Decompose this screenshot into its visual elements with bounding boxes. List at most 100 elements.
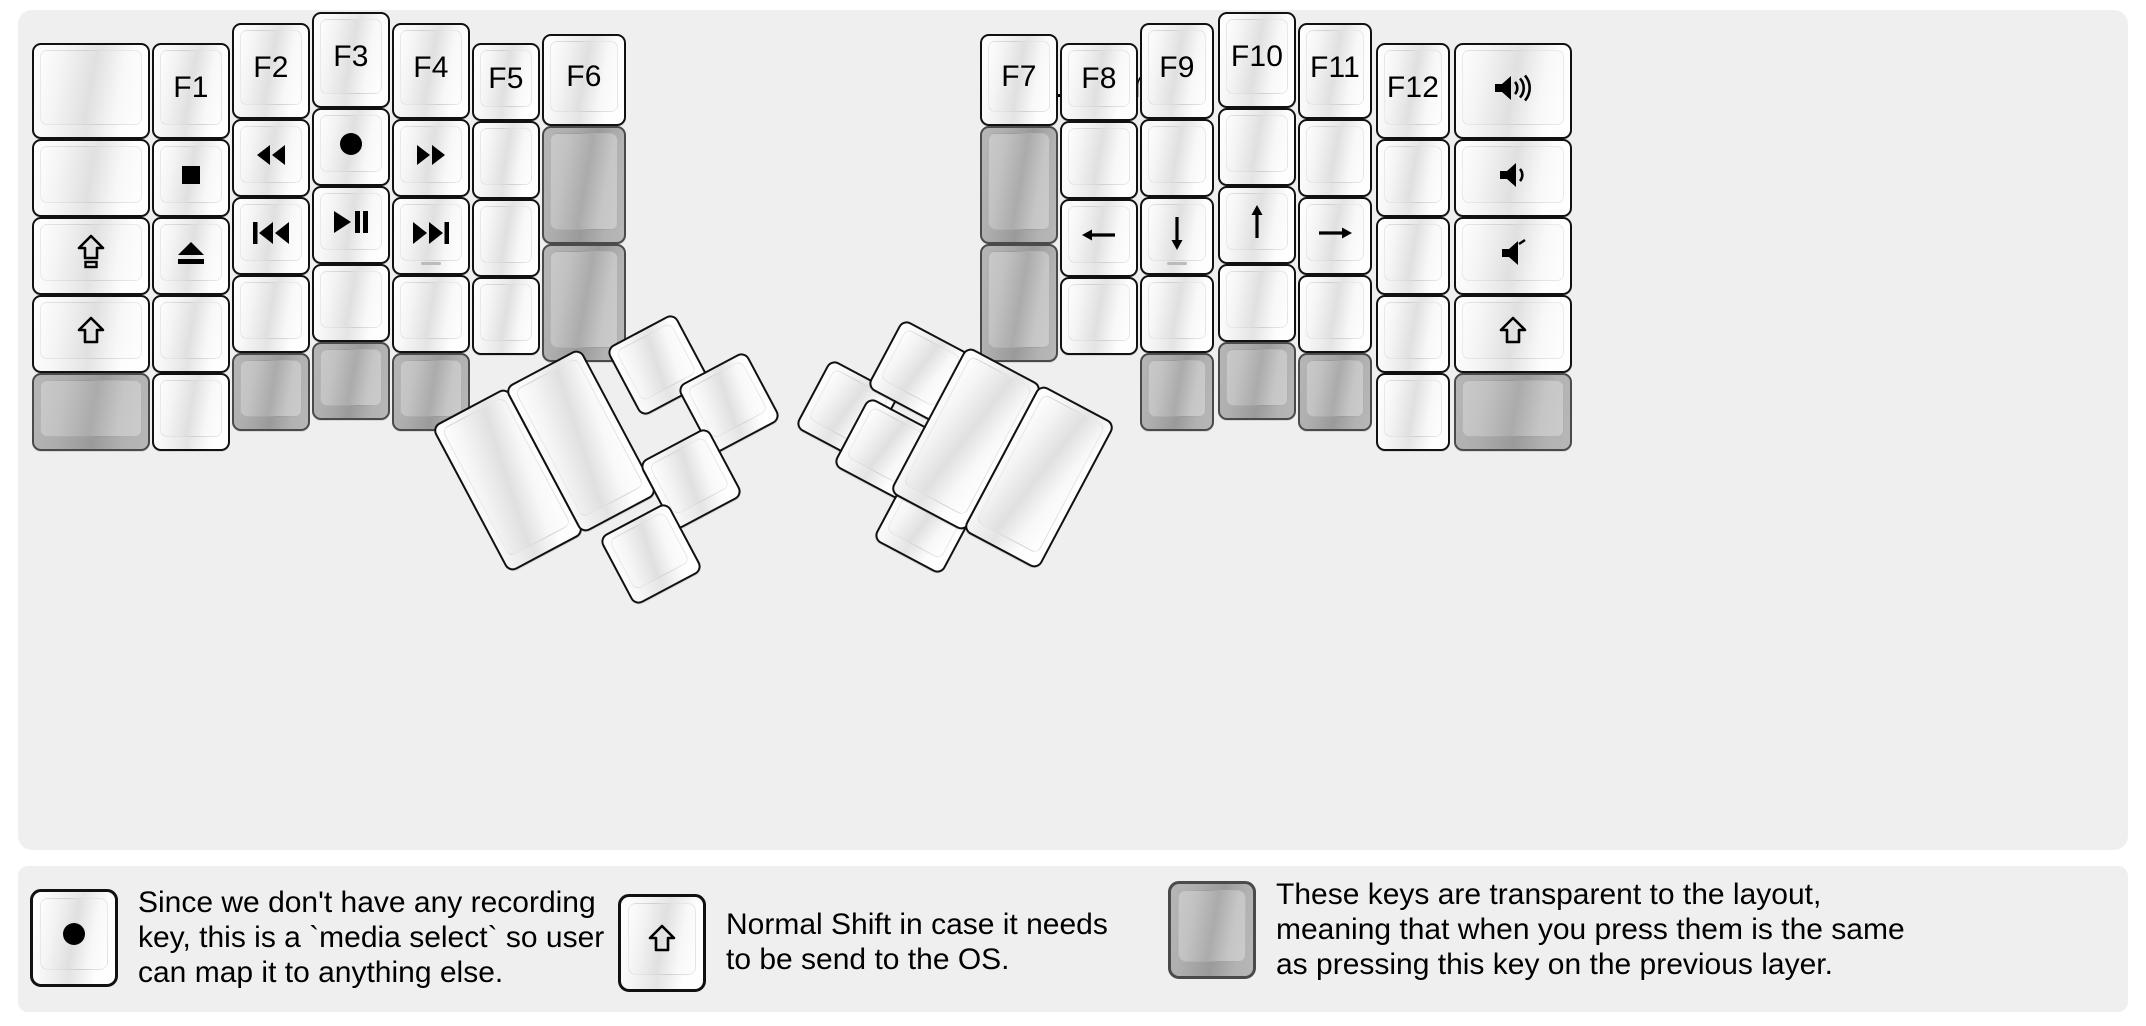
key-blank[interactable]: [1060, 121, 1138, 199]
key-blank[interactable]: [1140, 275, 1214, 353]
keycap-face: [1148, 126, 1206, 183]
key-media-next-track[interactable]: [392, 197, 470, 275]
key-blank[interactable]: [32, 139, 150, 217]
key-arrow-down[interactable]: [1140, 197, 1214, 275]
legend-description: Normal Shift in case it needs to be send…: [726, 908, 1108, 976]
key-blank[interactable]: [232, 275, 310, 353]
keycap-face: [320, 349, 382, 406]
arrow-down-icon: [1164, 213, 1190, 253]
key-shift-arrow[interactable]: [1454, 295, 1572, 373]
key-blank[interactable]: [152, 295, 230, 373]
key-media-stop[interactable]: [152, 139, 230, 217]
media-stop-icon: [178, 162, 204, 188]
key-blank[interactable]: [32, 43, 150, 139]
key-volume-mute[interactable]: [1454, 217, 1572, 295]
keycap-face: [240, 126, 302, 183]
keycap-face: [400, 126, 462, 183]
key-transparent[interactable]: [1140, 353, 1214, 431]
key-blank[interactable]: [1218, 264, 1296, 342]
key-media-prev-track[interactable]: [232, 197, 310, 275]
key-transparent[interactable]: [312, 342, 390, 420]
key-blank[interactable]: [1298, 275, 1372, 353]
key-volume-down[interactable]: [1454, 139, 1572, 217]
key-blank[interactable]: [472, 277, 540, 355]
keycap-face: [160, 302, 222, 359]
key-f6[interactable]: F6: [542, 34, 626, 126]
key-blank[interactable]: [1218, 108, 1296, 186]
keycap-face: F12: [1384, 50, 1442, 125]
key-blank[interactable]: [1060, 277, 1138, 355]
key-blank[interactable]: [392, 275, 470, 353]
key-transparent[interactable]: [1218, 342, 1296, 420]
keycap-face: [160, 146, 222, 203]
key-transparent[interactable]: [32, 373, 150, 451]
keycap-face: [240, 360, 302, 417]
keycap-face: [40, 224, 142, 281]
key-volume-up[interactable]: [1454, 43, 1572, 139]
key-f12[interactable]: F12: [1376, 43, 1450, 139]
key-media-record[interactable]: [312, 108, 390, 186]
key-legend-text: F11: [1309, 50, 1361, 84]
key-blank[interactable]: [1298, 119, 1372, 197]
key-blank[interactable]: [472, 199, 540, 277]
key-media-rewind[interactable]: [232, 119, 310, 197]
key-arrow-up[interactable]: [1218, 186, 1296, 264]
key-blank[interactable]: [1140, 119, 1214, 197]
shift-arrow-icon: [76, 315, 106, 347]
key-transparent[interactable]: [1298, 353, 1372, 431]
key-blank[interactable]: [472, 121, 540, 199]
keycap-face: [240, 282, 302, 339]
key-legend-text: F2: [253, 50, 289, 84]
key-blank[interactable]: [1376, 295, 1450, 373]
key-transparent[interactable]: [232, 353, 310, 431]
key-shift-arrow[interactable]: [32, 295, 150, 373]
keycap-face: [1226, 193, 1288, 250]
keycap-face: [1068, 128, 1130, 185]
key-legend-text: F4: [413, 50, 449, 84]
key-transparent[interactable]: [542, 126, 626, 244]
shift-arrow-icon: [647, 923, 677, 955]
key-blank[interactable]: [1376, 139, 1450, 217]
media-play-pause-icon: [330, 208, 372, 236]
key-transparent[interactable]: [1454, 373, 1572, 451]
key-f11[interactable]: F11: [1298, 23, 1372, 119]
keycap-face: F2: [240, 30, 302, 105]
keycap-face: [400, 360, 462, 417]
keycap-face: [1178, 890, 1246, 963]
keycap-face: [1226, 271, 1288, 328]
keycap-face: [1462, 224, 1564, 281]
key-f3[interactable]: F3: [312, 12, 390, 108]
key-f9[interactable]: F9: [1140, 23, 1214, 119]
key-blank[interactable]: [152, 373, 230, 451]
key-media-eject[interactable]: [152, 217, 230, 295]
keycap-face: F6: [550, 41, 618, 112]
legend-item: These keys are transparent to the layout…: [1168, 878, 1905, 982]
keycap-face: [1226, 349, 1288, 406]
key-shift-lock-arrow[interactable]: [32, 217, 150, 295]
key-blank[interactable]: [312, 264, 390, 342]
key-f8[interactable]: F8: [1060, 43, 1138, 121]
arrow-up-icon: [1244, 202, 1270, 242]
keycap-face: [988, 251, 1050, 348]
key-transparent[interactable]: [980, 244, 1058, 362]
legend-sample-key: [30, 889, 118, 988]
key-blank[interactable]: [1376, 373, 1450, 451]
key-media-fast-forward[interactable]: [392, 119, 470, 197]
key-transparent[interactable]: [980, 126, 1058, 244]
keycap-face: [608, 511, 691, 591]
keycap-face: F11: [1306, 30, 1364, 105]
key-f10[interactable]: F10: [1218, 12, 1296, 108]
key-media-play-pause[interactable]: [312, 186, 390, 264]
key-f4[interactable]: F4: [392, 23, 470, 119]
key-arrow-left[interactable]: [1060, 199, 1138, 277]
key-arrow-right[interactable]: [1298, 197, 1372, 275]
key-f7[interactable]: F7: [980, 34, 1058, 126]
key-f5[interactable]: F5: [472, 43, 540, 121]
media-eject-icon: [174, 238, 208, 268]
key-f1[interactable]: F1: [152, 43, 230, 139]
key-f2[interactable]: F2: [232, 23, 310, 119]
keycap-face: F5: [480, 50, 532, 107]
keycap-face: [1068, 206, 1130, 263]
key-blank[interactable]: [1376, 217, 1450, 295]
